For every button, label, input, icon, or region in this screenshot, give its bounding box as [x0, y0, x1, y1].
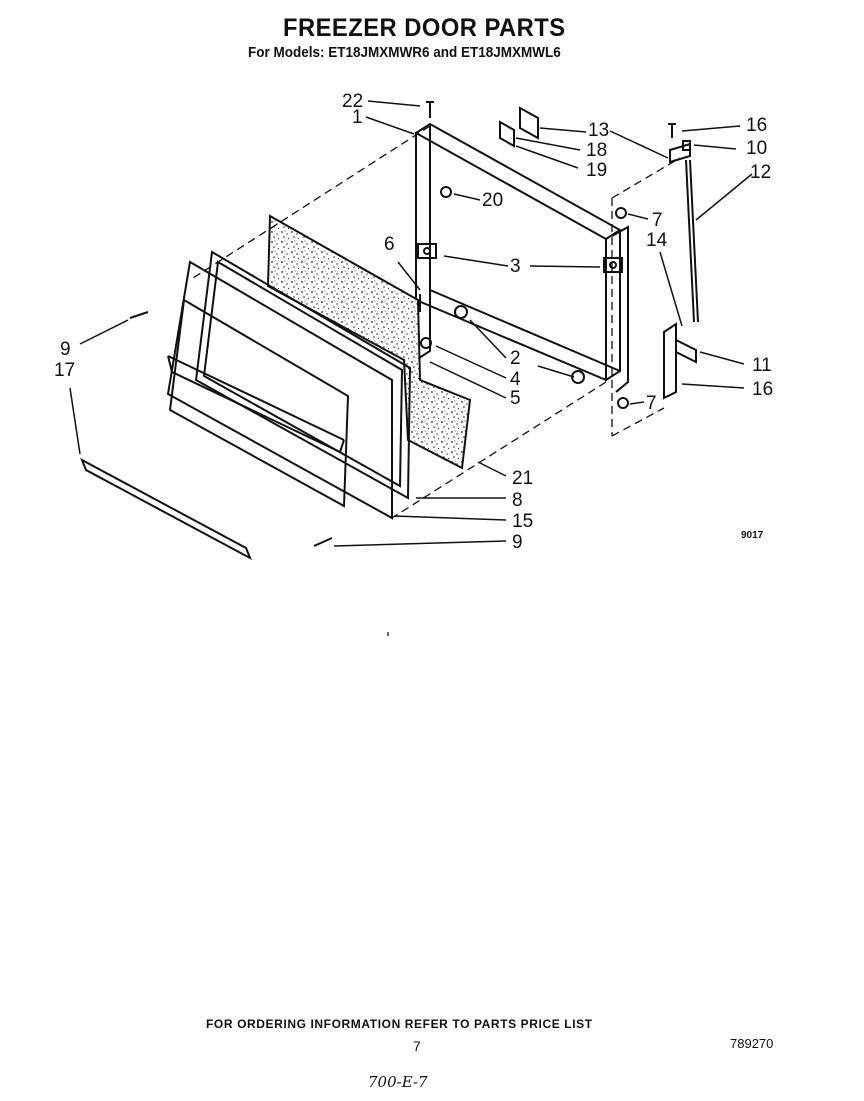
- support-plate-14: [663, 322, 677, 400]
- bushing-2-left: [454, 305, 468, 319]
- page-number: 7: [413, 1038, 421, 1054]
- callout-21: 21: [512, 468, 533, 489]
- door-gasket-inner: [202, 260, 404, 488]
- callout-2: 2: [510, 348, 521, 369]
- screw-16-top: [668, 123, 676, 138]
- explode-guides: [189, 125, 681, 636]
- leader-lines: [69, 100, 753, 547]
- spring-rod: [685, 159, 699, 323]
- callout-10: 10: [746, 138, 767, 159]
- callout-22: 22: [342, 91, 363, 112]
- door-frame: [414, 122, 629, 393]
- callout-5: 5: [510, 388, 521, 409]
- label-plate-19: [499, 120, 515, 148]
- plug-7-upper: [615, 207, 627, 219]
- label-plate-18: [519, 106, 539, 140]
- handwritten-code: 700-E-7: [368, 1073, 428, 1091]
- callout-12: 12: [750, 162, 771, 183]
- callout-9-lower: 9: [512, 532, 523, 553]
- callout-16-bottom: 16: [752, 379, 773, 400]
- callout-8: 8: [512, 490, 523, 511]
- callout-16-top: 16: [746, 115, 767, 136]
- models-subtitle: For Models: ET18JMXMWR6 and ET18JMXMWL6: [248, 44, 561, 61]
- callout-7-upper: 7: [652, 210, 663, 231]
- callout-11: 11: [752, 355, 772, 376]
- door-gasket-outer: [194, 250, 412, 500]
- ordering-note: FOR ORDERING INFORMATION REFER TO PARTS …: [206, 1017, 593, 1031]
- screw-22: [426, 101, 434, 118]
- page-title: FREEZER DOOR PARTS: [283, 14, 566, 42]
- bracket-13: [669, 142, 691, 164]
- cap-10: [682, 140, 691, 151]
- door-rail: [80, 457, 252, 561]
- door-liner-inner: [168, 298, 350, 508]
- callout-20: 20: [482, 190, 503, 211]
- callout-4: 4: [510, 369, 521, 390]
- callout-18: 18: [586, 140, 607, 161]
- screw-9-lower: [313, 537, 333, 547]
- figure-code: 9017: [741, 530, 764, 541]
- callout-19: 19: [586, 160, 607, 181]
- document-number: 789270: [730, 1036, 774, 1051]
- callout-7-lower: 7: [646, 393, 657, 414]
- hinge-bracket-right: [603, 257, 623, 273]
- callout-3: 3: [510, 256, 521, 277]
- callout-15: 15: [512, 511, 533, 532]
- callout-1: 1: [352, 107, 363, 128]
- plug-7-lower: [617, 397, 629, 409]
- screw-9-upper: [129, 311, 149, 319]
- spacer-20: [440, 186, 452, 198]
- callout-13: 13: [588, 120, 609, 141]
- callout-9-upper: 9: [60, 339, 71, 360]
- callout-17: 17: [54, 360, 75, 381]
- washer-4: [420, 337, 432, 349]
- callout-6: 6: [384, 234, 395, 255]
- hinge-bracket-left: [417, 243, 437, 259]
- bracket-11: [675, 338, 697, 364]
- foam-insulation: [266, 214, 472, 470]
- liner-shelf: [167, 355, 345, 453]
- callout-14: 14: [646, 230, 668, 251]
